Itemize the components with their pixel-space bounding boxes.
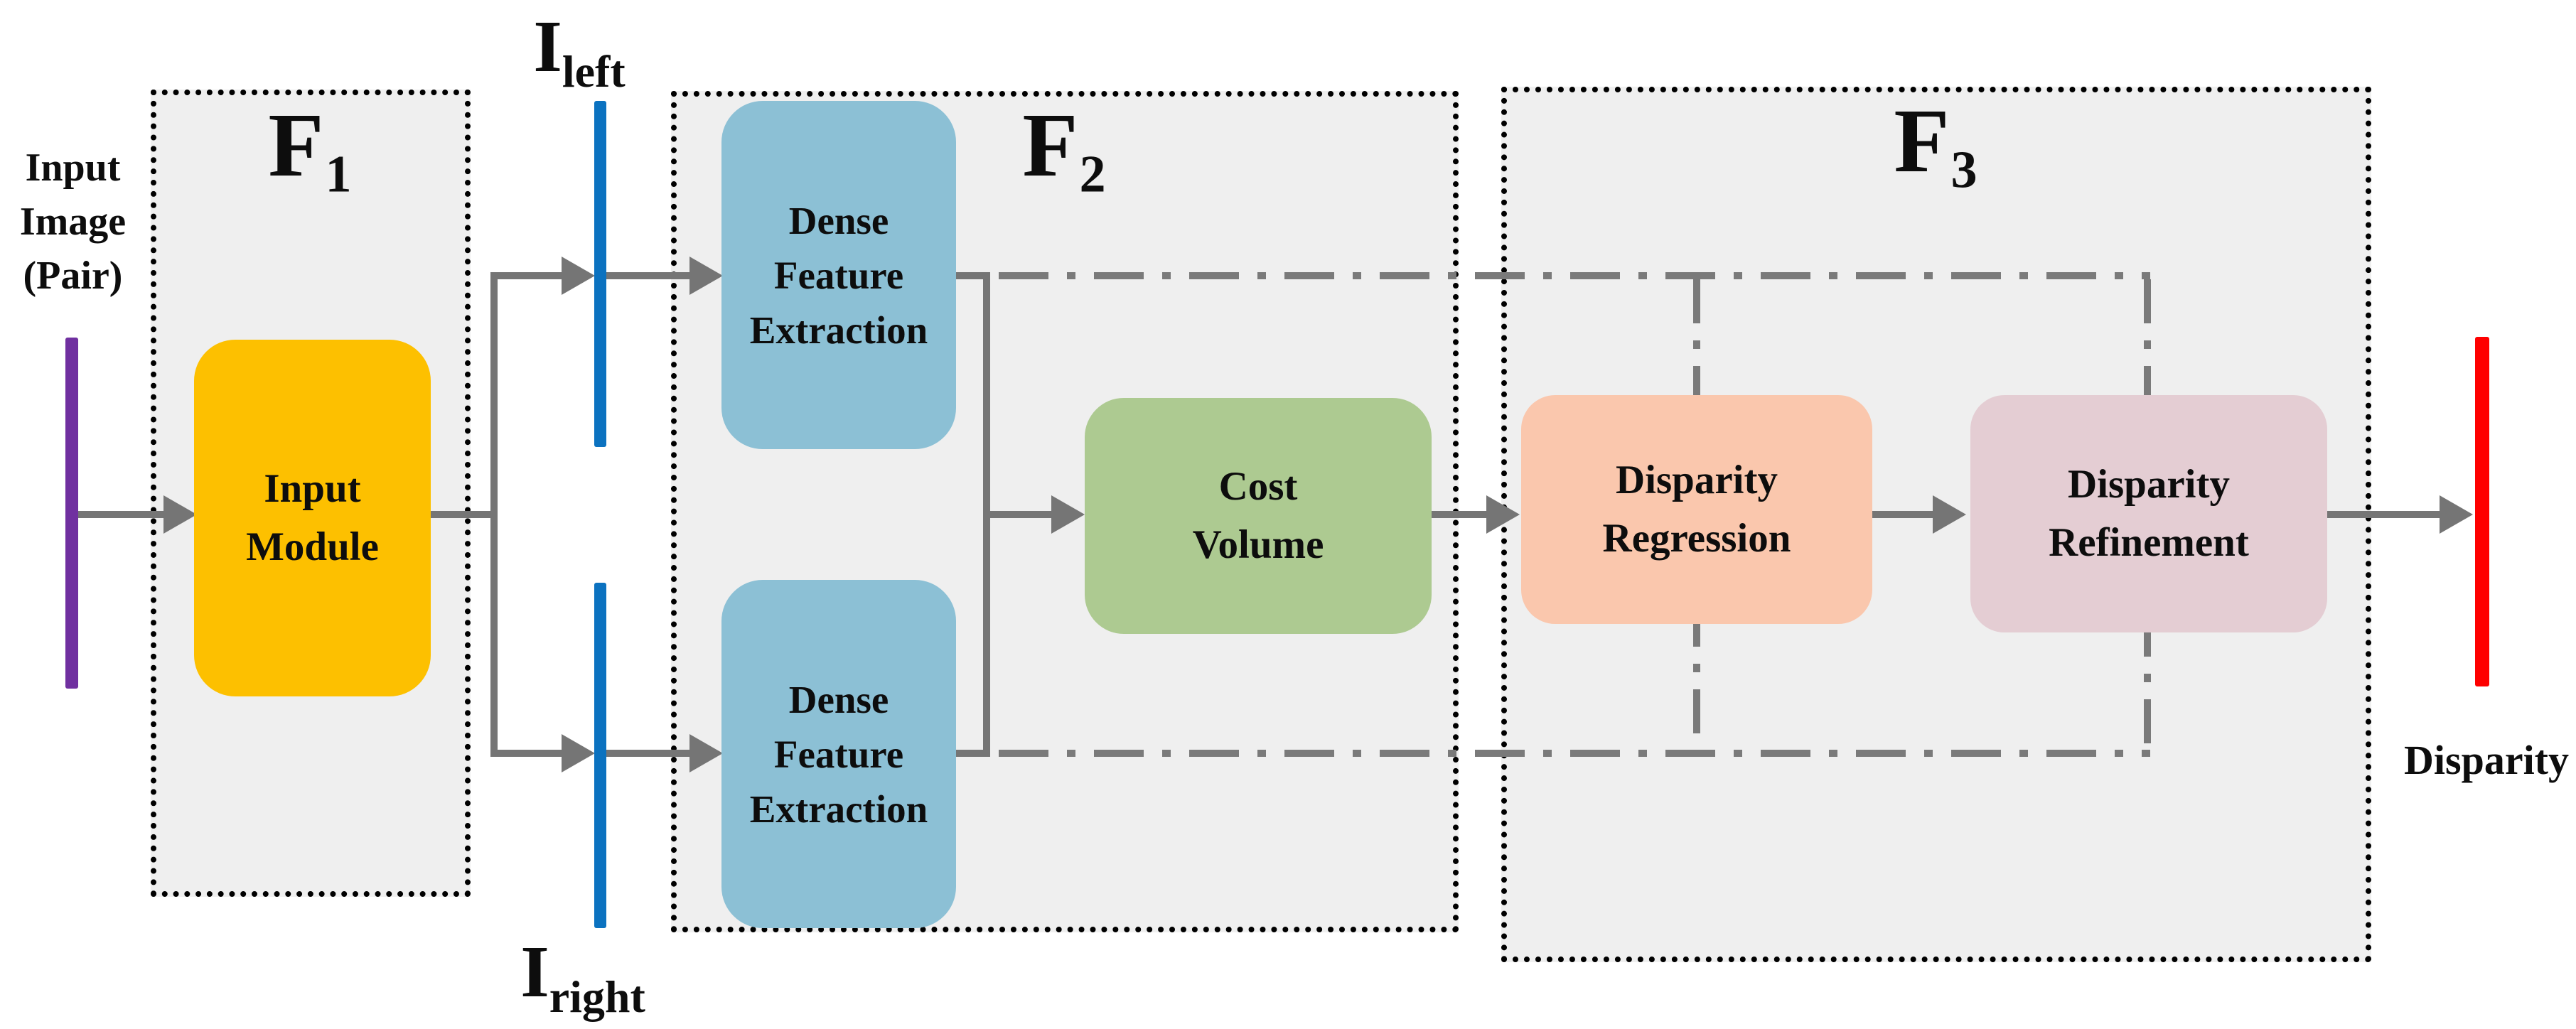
arrowhead-into-right-image-bar [562,734,595,772]
node-input-module-line2: Module [246,524,379,569]
connector-dense-bottom-out [956,750,990,757]
left-image-bar [594,101,606,447]
skip-connection-bottom-line [999,750,2150,757]
stage-label-f3: F3 [1501,95,2371,197]
stage-label-f1-base: F [268,95,326,195]
connector-bottom-branch [490,750,564,757]
input-image-pair-line2: Image [19,200,127,244]
node-dense-top-line1: Dense [788,198,889,242]
node-disparity-regression: Disparity Regression [1521,395,1872,624]
skip-into-regression-top-line [1693,279,1700,412]
skip-into-refinement-top-line [2144,279,2151,416]
connector-cost-volume-to-regression [1432,511,1488,518]
stage-label-f3-base: F [1894,90,1951,191]
i-right-sub: right [549,971,645,1022]
right-image-bar [594,583,606,928]
node-input-module: Input Module [194,340,431,696]
node-cost-volume-line1: Cost [1218,464,1298,509]
node-disparity-refinement: Disparity Refinement [1970,395,2327,632]
input-image-pair-line1: Input [25,146,121,190]
node-dense-feature-extraction-top: Dense Feature Extraction [721,101,956,449]
connector-branch-vertical [490,272,498,757]
output-disparity-text: Disparity [2404,737,2569,783]
connector-right-bar-to-dense-bottom [606,750,692,757]
connector-dense-top-out [956,272,990,279]
arrowhead-into-output-bar [2440,495,2473,534]
output-disparity-label: Disparity [2401,738,2572,783]
arrowhead-into-cost-volume [1051,495,1085,534]
skip-connection-top-line [999,272,2150,279]
connector-refinement-to-output-bar [2327,511,2442,518]
connector-merge-to-cost-volume [983,511,1053,518]
node-dense-top-line3: Extraction [749,308,928,352]
connector-left-bar-to-dense-top [606,272,692,279]
i-left-base: I [533,6,562,87]
node-dense-top-line2: Feature [773,253,904,297]
arrowhead-into-left-image-bar [562,257,595,295]
node-regression-line1: Disparity [1616,458,1778,502]
stage-label-f1: F1 [151,99,471,201]
node-dense-feature-extraction-bottom: Dense Feature Extraction [721,580,956,928]
node-refinement-line1: Disparity [2068,462,2230,507]
arrowhead-into-input-module [163,495,197,534]
stage-label-f3-sub: 3 [1950,141,1979,200]
node-dense-bottom-line2: Feature [773,732,904,776]
input-image-pair-label: Input Image (Pair) [0,141,149,303]
node-regression-line2: Regression [1602,516,1791,561]
i-left-label: Ileft [498,10,661,95]
node-dense-bottom-line1: Dense [788,677,889,721]
node-dense-bottom-line3: Extraction [749,787,928,831]
node-refinement-line2: Refinement [2049,520,2249,565]
node-input-module-line1: Input [264,466,361,511]
i-right-base: I [520,931,549,1013]
stage-label-f2: F2 [671,99,1459,201]
input-image-bar [65,338,78,689]
i-right-label: Iright [501,935,665,1020]
stage-label-f1-sub: 1 [325,145,353,204]
node-cost-volume: Cost Volume [1085,398,1432,634]
arrowhead-into-refinement [1933,495,1966,534]
input-image-pair-line3: (Pair) [23,254,123,298]
skip-into-refinement-bottom-line [2144,613,2151,750]
stage-label-f2-base: F [1022,95,1080,195]
node-cost-volume-line2: Volume [1192,522,1324,567]
connector-input-bar-to-input-module [78,511,166,518]
arrowhead-into-dense-bottom [689,734,723,772]
output-disparity-bar [2475,337,2489,686]
stage-label-f2-sub: 2 [1079,145,1107,204]
connector-top-branch [490,272,564,279]
skip-into-regression-bottom-line [1693,603,1700,750]
arrowhead-into-regression [1486,495,1520,534]
connector-input-module-out [431,511,498,518]
connector-regression-to-refinement [1872,511,1935,518]
i-left-sub: left [562,45,626,97]
arrowhead-into-dense-top [689,257,723,295]
